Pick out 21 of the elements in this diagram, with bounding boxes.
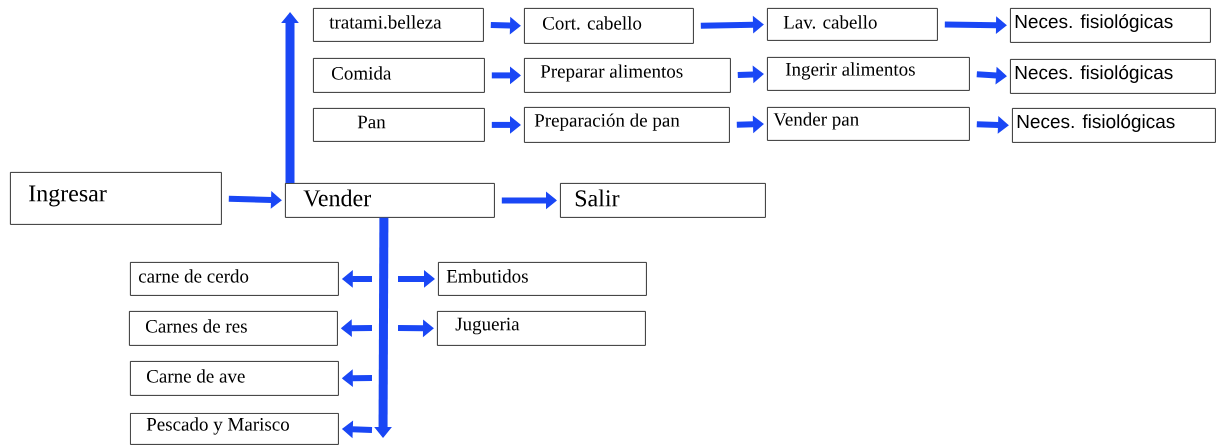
flow-box: Neces. fisiológicas [1010, 59, 1216, 94]
flow-box: Cort. cabello [524, 8, 694, 44]
flow-box: Pan [313, 108, 485, 142]
flow-box: Carne de ave [130, 361, 339, 396]
flow-box: Embutidos [438, 262, 647, 296]
flow-box: Preparación de pan [524, 107, 730, 143]
flow-box: carne de cerdo [130, 262, 339, 296]
flow-box: Ingerir alimentos [767, 57, 970, 91]
flow-box: Preparar alimentos [524, 58, 731, 93]
flow-box: Carnes de res [129, 311, 338, 346]
flow-box: Salir [560, 183, 766, 218]
flow-box: Vender pan [767, 107, 970, 141]
flow-box: Lav. cabello [767, 8, 938, 41]
flow-box: Ingresar [10, 172, 222, 225]
flow-box: Neces. fisiológicas [1010, 8, 1211, 43]
flow-box: Pescado y Marisco [130, 413, 339, 445]
flow-box: Neces. fisiológicas [1012, 108, 1216, 143]
flow-box: Vender [285, 183, 495, 218]
flow-box: tratami.belleza [313, 8, 484, 42]
flow-box: Jugueria [437, 311, 646, 346]
flow-box: Comida [313, 58, 485, 93]
